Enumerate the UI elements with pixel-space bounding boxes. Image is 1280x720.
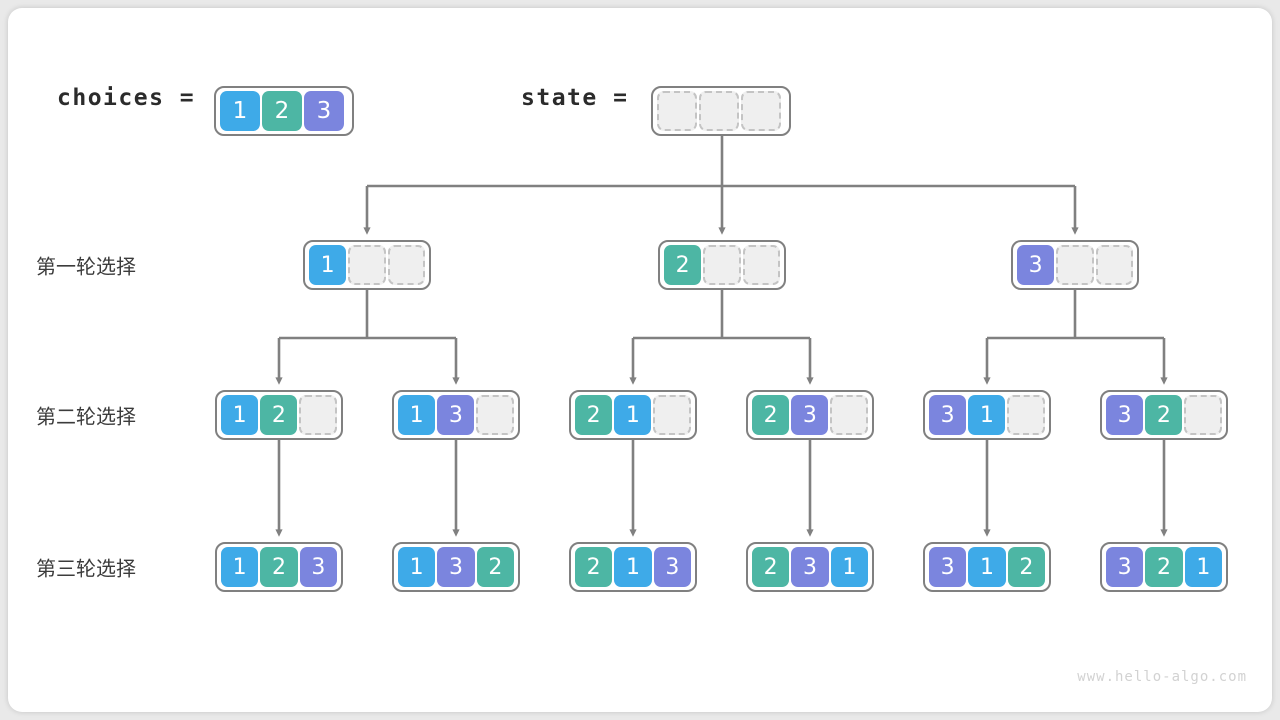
diagram-card: [8, 8, 1272, 712]
row2-group4-cell: 3: [791, 395, 829, 435]
row3-group5-cell: 2: [1007, 547, 1045, 587]
row1-group2-empty-slot: [703, 245, 741, 285]
row2-group2-empty-slot: [476, 395, 514, 435]
row3-group2-cell: 3: [437, 547, 475, 587]
row1-group3-empty-slot: [1056, 245, 1094, 285]
choices-label: choices =: [57, 85, 196, 111]
row1-group3-cell: 3: [1017, 245, 1055, 285]
row1-group2-empty-slot: [742, 245, 780, 285]
row2-group6-empty-slot: [1184, 395, 1222, 435]
row3-group3-cell: 1: [614, 547, 652, 587]
row2-group3-cell: 1: [614, 395, 652, 435]
choices-cell: 1: [220, 91, 260, 131]
row2-group3-cell: 2: [575, 395, 613, 435]
row2-group6-cell: 2: [1145, 395, 1183, 435]
row3-group6-cell: 1: [1184, 547, 1222, 587]
state-label: state =: [521, 85, 629, 111]
state-empty-slot: [741, 91, 781, 131]
row-label-2: 第二轮选择: [36, 404, 136, 429]
state-array: [651, 86, 791, 136]
row2-group1-empty-slot: [299, 395, 337, 435]
row1-group1-empty-slot: [348, 245, 386, 285]
row3-group6-cell: 2: [1145, 547, 1183, 587]
row2-group5-empty-slot: [1007, 395, 1045, 435]
row1-group1-empty-slot: [387, 245, 425, 285]
watermark: www.hello-algo.com: [1077, 669, 1247, 685]
row2-group6-cell: 3: [1106, 395, 1144, 435]
row-label-3: 第三轮选择: [36, 556, 136, 581]
row-label-1: 第一轮选择: [36, 254, 136, 279]
row3-group1-cell: 2: [260, 547, 298, 587]
row3-group3-cell: 3: [653, 547, 691, 587]
row3-group4-cell: 2: [752, 547, 790, 587]
state-empty-slot: [657, 91, 697, 131]
row3-group3-cell: 2: [575, 547, 613, 587]
row1-group3-empty-slot: [1095, 245, 1133, 285]
choices-cell: 2: [262, 91, 302, 131]
row3-group2-cell: 1: [398, 547, 436, 587]
row2-group2-cell: 3: [437, 395, 475, 435]
row2-group4-empty-slot: [830, 395, 868, 435]
row2-group1-cell: 1: [221, 395, 259, 435]
row2-group2-cell: 1: [398, 395, 436, 435]
row2-group3-empty-slot: [653, 395, 691, 435]
row3-group1-cell: 1: [221, 547, 259, 587]
row3-group5-cell: 3: [929, 547, 967, 587]
state-array-row1-3: 3: [1011, 240, 1139, 290]
row1-group2-cell: 2: [664, 245, 702, 285]
choices-cell: 3: [304, 91, 344, 131]
state-empty-slot: [699, 91, 739, 131]
state-array-row1-2: 2: [658, 240, 786, 290]
row1-group1-cell: 1: [309, 245, 347, 285]
row3-group4-cell: 1: [830, 547, 868, 587]
row3-group5-cell: 1: [968, 547, 1006, 587]
row2-group1-cell: 2: [260, 395, 298, 435]
row2-group5-cell: 1: [968, 395, 1006, 435]
row2-group4-cell: 2: [752, 395, 790, 435]
row2-group5-cell: 3: [929, 395, 967, 435]
row3-group2-cell: 2: [476, 547, 514, 587]
row3-group4-cell: 3: [791, 547, 829, 587]
row3-group6-cell: 3: [1106, 547, 1144, 587]
row3-group1-cell: 3: [299, 547, 337, 587]
state-array-row1-1: 1: [303, 240, 431, 290]
